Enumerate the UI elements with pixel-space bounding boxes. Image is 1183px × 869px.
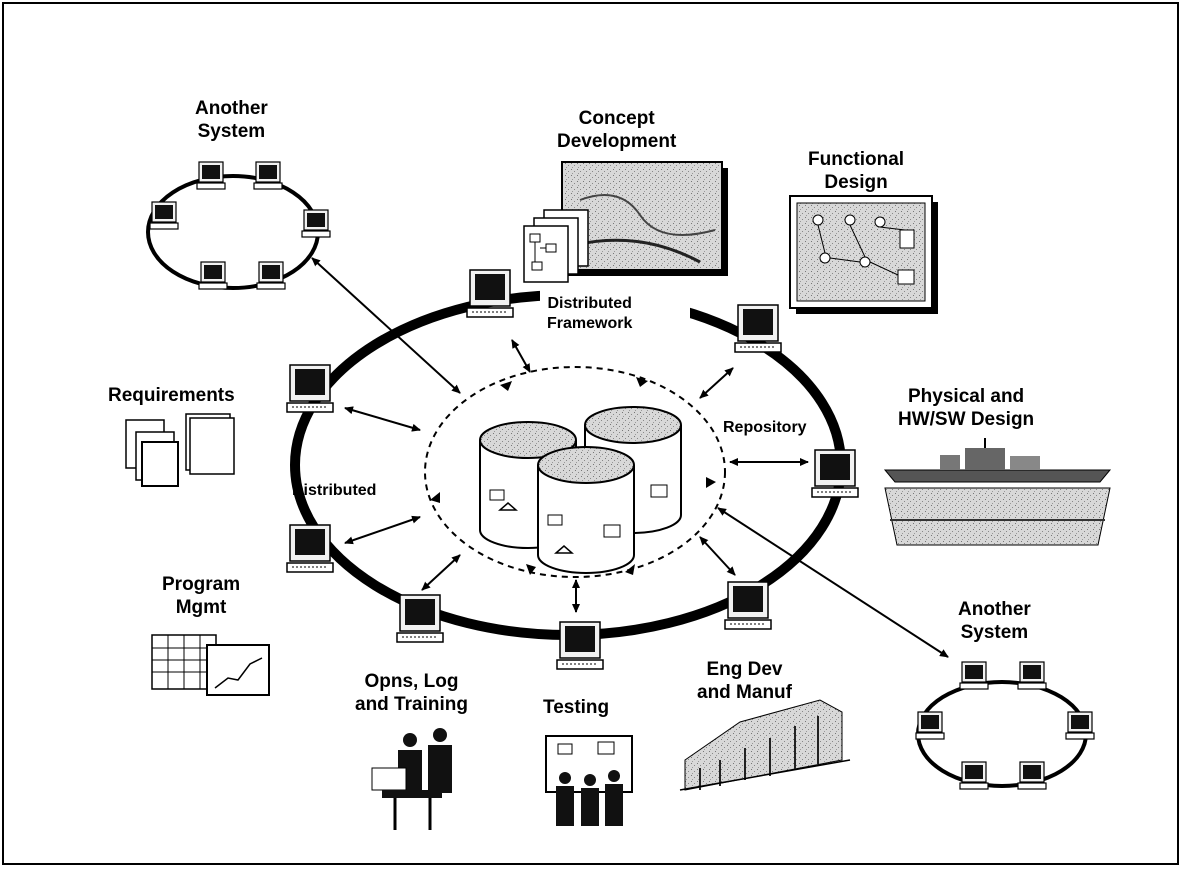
another-system-network-bottom (915, 661, 1095, 790)
people-icon (371, 728, 452, 830)
computer-terminal-icon (724, 581, 772, 630)
factory-building-icon (679, 699, 851, 791)
document-stack-icon (125, 413, 235, 487)
database-cylinder-icon (537, 446, 635, 574)
computer-terminal-icon (286, 524, 334, 573)
repository-ring (424, 366, 726, 578)
inner-ring-arrowheads (430, 377, 716, 575)
computer-terminal-icon (811, 449, 859, 498)
requirements-label: Requirements (108, 385, 235, 406)
connector-arrows (311, 257, 949, 658)
block-diagram-icon (789, 195, 938, 314)
computer-terminal-icon (556, 621, 604, 670)
computer-terminal-icon (466, 269, 514, 318)
computer-terminal-icon (734, 304, 782, 353)
ship-icon (883, 438, 1112, 546)
another-system-network-top (146, 161, 331, 290)
distributed-label: Distributed (292, 482, 377, 499)
map-icon (523, 161, 728, 283)
testing-label: Testing (543, 697, 610, 718)
computer-terminal-icon (286, 364, 334, 413)
repository-label: Repository (723, 419, 807, 436)
spreadsheet-chart-icon (151, 634, 270, 696)
computer-terminal-icon (396, 594, 444, 643)
people-icon (545, 735, 633, 826)
